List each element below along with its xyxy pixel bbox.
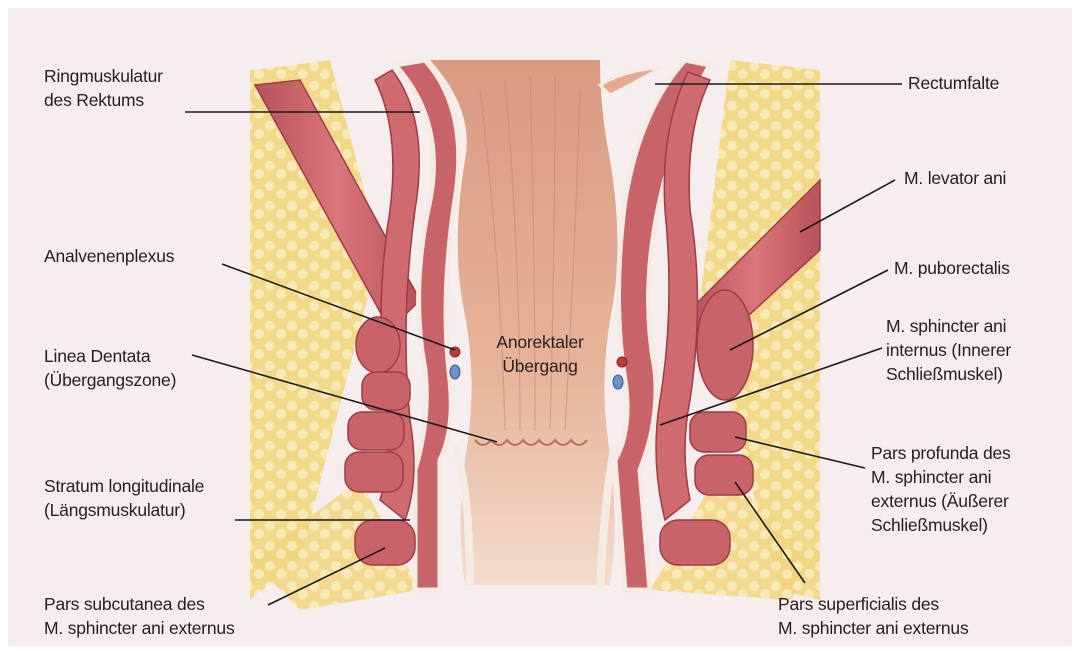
label-rectumfalte: Rectumfalte: [908, 71, 999, 95]
label-linea-dentata: Linea Dentata (Übergangszone): [44, 344, 176, 392]
rectal-fold: [600, 68, 660, 95]
label-levator-ani: M. levator ani: [904, 166, 1006, 190]
anal-vein-blue-right: [613, 375, 623, 389]
anal-vein-blue-left: [450, 365, 460, 379]
label-pars-profunda: Pars profunda des M. sphincter ani exter…: [871, 441, 1011, 537]
label-pars-subcutanea: Pars subcutanea des M. sphincter ani ext…: [44, 592, 235, 640]
anal-vein-red-right: [617, 357, 627, 367]
label-sphincter-internus: M. sphincter ani internus (Innerer Schli…: [886, 314, 1011, 386]
label-pars-superficialis: Pars superficialis des M. sphincter ani …: [778, 592, 969, 640]
puborectalis-left: [356, 317, 400, 373]
label-anorektaler-uebergang: Anorektaler Übergang: [478, 330, 602, 378]
label-puborectalis: M. puborectalis: [894, 256, 1010, 280]
label-stratum-longitudinale: Stratum longitudinale (Längsmuskulatur): [44, 474, 204, 522]
puborectalis-right: [697, 290, 753, 400]
label-analvenenplexus: Analvenenplexus: [44, 244, 174, 268]
label-ringmuskulatur: Ringmuskulatur des Rektums: [44, 64, 163, 112]
